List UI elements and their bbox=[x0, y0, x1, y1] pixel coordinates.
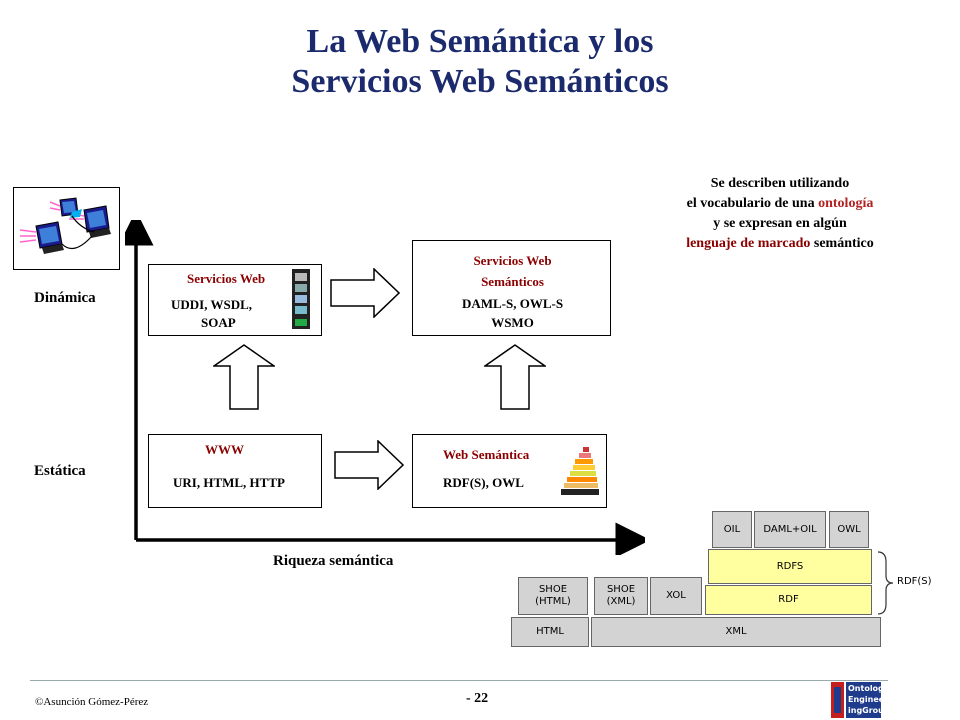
layer-rdfs: RDFS bbox=[708, 549, 872, 584]
axes bbox=[125, 220, 645, 555]
shoe-xml-l1: SHOE bbox=[606, 584, 636, 595]
layer-xol: XOL bbox=[650, 577, 702, 615]
footer-rule bbox=[30, 680, 888, 681]
layer-shoe-xml: SHOE(XML) bbox=[594, 577, 648, 615]
page-title-line-2: Servicios Web Semánticos bbox=[291, 63, 669, 100]
box-web-semantica-line1: RDF(S), OWL bbox=[443, 475, 524, 490]
box-sws-title-2: Semánticos bbox=[481, 274, 544, 289]
box-web-semantica: Web Semántica RDF(S), OWL bbox=[412, 434, 607, 508]
box-servicios-web: Servicios Web UDDI, WSDL, SOAP bbox=[148, 264, 322, 336]
box-servicios-web-line2: SOAP bbox=[201, 315, 236, 330]
box-www-line1: URI, HTML, HTTP bbox=[173, 475, 285, 490]
arrow-up-right bbox=[484, 344, 546, 410]
layer-shoe-html: SHOE(HTML) bbox=[518, 577, 588, 615]
logo-text-1: Ontology bbox=[848, 684, 889, 693]
box-sws-line2: WSMO bbox=[491, 315, 534, 330]
arrow-up-left bbox=[213, 344, 275, 410]
service-stack-icon bbox=[292, 269, 310, 329]
layer-daml-oil: DAML+OIL bbox=[754, 511, 826, 548]
logo-text-3: ingGroup bbox=[848, 706, 890, 715]
layer-rdf: RDF bbox=[705, 585, 872, 615]
rdfs-brace-label: RDF(S) bbox=[897, 576, 932, 587]
logo-text-2: Engineer bbox=[848, 695, 889, 704]
box-web-semantica-title: Web Semántica bbox=[443, 447, 530, 462]
box-sws-title-1: Servicios Web bbox=[473, 253, 552, 268]
shoe-html-l2: (HTML) bbox=[535, 596, 571, 607]
layer-xml: XML bbox=[591, 617, 881, 647]
note-line-2: el vocabulario de una ontología bbox=[630, 196, 930, 212]
arrow-right-top bbox=[330, 268, 400, 318]
layer-oil: OIL bbox=[712, 511, 752, 548]
shoe-xml-l2: (XML) bbox=[606, 596, 636, 607]
page-title-line-1: La Web Semántica y los bbox=[306, 23, 654, 60]
footer-copyright: ©Asunción Gómez-Pérez bbox=[35, 696, 149, 708]
note-lenguaje: lenguaje de marcado bbox=[686, 236, 811, 251]
footer-page-number: - 22 bbox=[466, 691, 489, 706]
box-www-title: WWW bbox=[205, 442, 244, 457]
note-ontologia: ontología bbox=[818, 196, 874, 211]
rdfs-brace bbox=[877, 551, 894, 615]
layer-owl: OWL bbox=[829, 511, 869, 548]
shoe-html-l1: SHOE bbox=[538, 584, 568, 595]
layer-cake-icon bbox=[561, 445, 601, 497]
layer-html: HTML bbox=[511, 617, 589, 647]
box-servicios-web-semanticos: Servicios Web Semánticos DAML-S, OWL-S W… bbox=[412, 240, 611, 336]
box-sws-line1: DAML-S, OWL-S bbox=[461, 296, 564, 311]
box-servicios-web-title: Servicios Web bbox=[187, 271, 266, 286]
note-semantico: semántico bbox=[810, 236, 874, 251]
box-servicios-web-line1: UDDI, WSDL, bbox=[171, 297, 253, 312]
axis-label-dinamica: Dinámica bbox=[34, 290, 96, 306]
box-www: WWW URI, HTML, HTTP bbox=[148, 434, 322, 508]
note-line-4: lenguaje de marcado semántico bbox=[630, 236, 930, 252]
arrow-right-bottom bbox=[334, 440, 404, 490]
note-line-1: Se describen utilizando bbox=[710, 176, 850, 191]
note-line-3: y se expresan en algún bbox=[713, 216, 847, 231]
axis-label-riqueza: Riqueza semántica bbox=[273, 553, 394, 569]
oeg-logo: Ontology Engineer ingGroup bbox=[831, 682, 890, 718]
note-line-2-text: el vocabulario de una bbox=[686, 196, 819, 211]
axis-label-estatica: Estática bbox=[34, 463, 86, 479]
networked-computers-icon bbox=[13, 187, 120, 270]
